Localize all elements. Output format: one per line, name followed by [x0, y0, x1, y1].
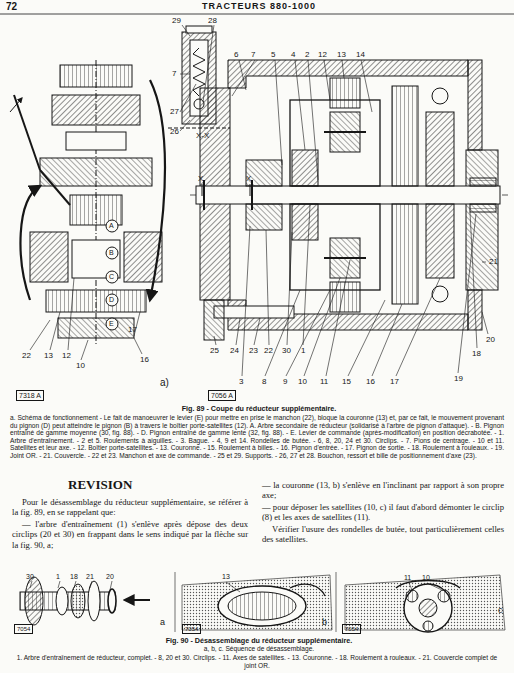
callout-number: 25: [210, 347, 219, 355]
callout-number: 10: [76, 362, 85, 370]
callout-number: 29: [172, 17, 181, 25]
callout-number: B: [109, 249, 114, 256]
callout-number: 7: [172, 70, 176, 78]
callout-number: A: [109, 222, 114, 229]
callout-number: 1: [301, 347, 305, 355]
callout-number: 7054: [14, 624, 33, 634]
callout-number: 13: [222, 573, 230, 580]
callout-number: 18: [70, 573, 78, 580]
callout-number: 28: [208, 17, 217, 25]
legend-text: 1. Arbre d'entraînement de réducteur, co…: [12, 654, 502, 669]
callout-number: c: [498, 606, 503, 615]
callout-number: 13: [337, 51, 346, 59]
callout-number: 19: [454, 375, 463, 383]
callout-number: b: [322, 618, 327, 627]
callout-number: 6: [234, 51, 238, 59]
callout-number: 7054: [342, 624, 361, 634]
callout-number: 27: [170, 108, 179, 116]
callout-number: 14: [356, 51, 365, 59]
body-text: Vérifier l'usure des rondelles de butée,…: [262, 524, 504, 545]
callout-number: C: [109, 273, 114, 280]
callout-number: 11: [320, 378, 328, 386]
callout-number: 16: [366, 378, 375, 386]
page-header: TRACTEURS 880-1000: [2, 2, 514, 11]
text-column: Pour le désassemblage du réducteur suppl…: [12, 497, 248, 551]
callout-number: 20: [486, 336, 495, 344]
callout-number: 7056 A: [208, 390, 236, 401]
callout-number: E: [109, 320, 114, 327]
callout-number: 12: [62, 352, 71, 360]
callout-number: 17: [128, 326, 137, 334]
callout-number: 5: [271, 51, 275, 59]
callout-number: 23: [249, 347, 258, 355]
callout-number: 11: [404, 574, 411, 581]
callout-number: 4: [291, 51, 295, 59]
callout-number: 12: [318, 51, 327, 59]
body-text: Pour le désassemblage du réducteur suppl…: [12, 497, 248, 518]
callout-number: 30: [282, 347, 291, 355]
callout-number: 2: [305, 51, 309, 59]
callout-number: Fig. 90 - Désassemblage du réducteur sup…: [2, 637, 514, 644]
callout-number: D: [109, 296, 114, 303]
callout-number: X: [198, 175, 203, 183]
callout-number: 26: [170, 128, 179, 136]
callout-number: 21: [489, 258, 498, 266]
legend-text: a. Schéma de fonctionnement - Le fait de…: [10, 414, 504, 460]
callout-number: 1: [56, 573, 60, 580]
callout-number: 7: [251, 51, 255, 59]
callout-number: 7318 A: [16, 390, 44, 401]
callout-number: 7054: [182, 624, 201, 634]
callout-number: X-X: [196, 132, 209, 140]
callout-number: 24: [230, 347, 239, 355]
figure-caption: Fig. 89 - Coupe du réducteur supplémenta…: [2, 405, 514, 412]
callout-number: 20: [106, 573, 114, 580]
body-text: — la couronne (13, b) s'enlève en l'incl…: [262, 480, 504, 501]
callout-number: 18: [472, 350, 481, 358]
callout-number: 8: [262, 378, 266, 386]
callout-number: 13: [44, 352, 53, 360]
heading: a): [160, 378, 169, 388]
heading: 72: [6, 2, 17, 12]
callout-number: 15: [342, 378, 351, 386]
callout-number: 16: [140, 356, 149, 364]
text-column: — la couronne (13, b) s'enlève en l'incl…: [262, 480, 504, 545]
callout-number: 17: [390, 378, 399, 386]
heading: REVISION: [68, 478, 132, 491]
callout-number: 10: [422, 574, 430, 581]
callout-number: 9: [283, 378, 287, 386]
callout-number: a: [160, 618, 165, 627]
body-text: — l'arbre d'entraînement (1) s'enlève ap…: [12, 519, 248, 550]
callout-number: 30: [26, 573, 34, 580]
body-text: — pour déposer les satellites (10, c) il…: [262, 502, 504, 523]
callout-number: 10: [298, 378, 307, 386]
callout-number: 22: [264, 347, 273, 355]
callout-number: 21: [86, 573, 94, 580]
callout-number: a, b, c. Séquence de désassemblage.: [2, 646, 514, 653]
callout-number: 3: [239, 378, 243, 386]
callout-number: X: [246, 175, 251, 183]
callout-number: 22: [22, 352, 31, 360]
